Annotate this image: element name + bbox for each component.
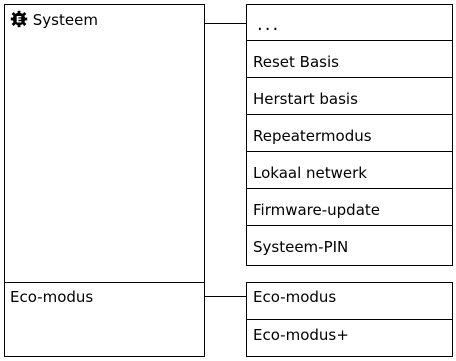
submenu-item-systeem-pin[interactable]: Systeem-PIN [253, 238, 349, 256]
divider [246, 319, 453, 320]
menu-item-systeem-label: Systeem [32, 11, 98, 29]
divider [246, 188, 453, 189]
svg-text:E: E [16, 15, 22, 25]
submenu-item-more[interactable]: ... [257, 14, 281, 35]
submenu-item-eco-modus[interactable]: Eco-modus [253, 288, 337, 306]
connector-eco [205, 296, 247, 297]
submenu-item-herstart-basis[interactable]: Herstart basis [253, 90, 358, 108]
divider [246, 114, 453, 115]
submenu-systeem [246, 4, 453, 266]
submenu-item-eco-modus-plus[interactable]: Eco-modus+ [253, 326, 349, 344]
menu-item-systeem[interactable]: E Systeem [10, 10, 98, 31]
divider [246, 225, 453, 226]
submenu-item-reset-basis[interactable]: Reset Basis [253, 53, 339, 71]
connector-systeem [205, 23, 247, 24]
submenu-item-lokaal-netwerk[interactable]: Lokaal netwerk [253, 164, 367, 182]
menu-block-systeem [4, 4, 205, 282]
submenu-item-repeatermodus[interactable]: Repeatermodus [253, 127, 372, 145]
divider [246, 77, 453, 78]
menu-item-eco-modus[interactable]: Eco-modus [10, 288, 94, 306]
menu-block-eco [4, 282, 205, 357]
divider [246, 40, 453, 41]
gear-e-icon: E [10, 10, 28, 31]
divider [246, 151, 453, 152]
submenu-item-firmware-update[interactable]: Firmware-update [253, 201, 381, 219]
